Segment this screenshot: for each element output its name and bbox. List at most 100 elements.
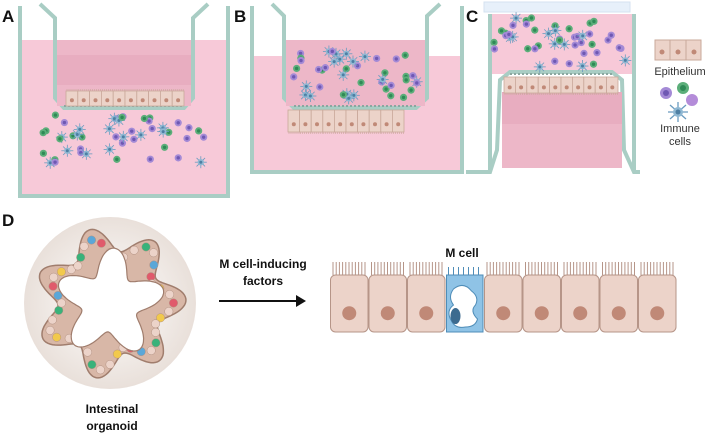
immune-cell — [392, 55, 400, 63]
immune-cell — [39, 149, 47, 157]
organoid-cell — [53, 291, 63, 300]
organoid-cell — [76, 252, 86, 262]
immune-cell — [576, 60, 589, 73]
immune-cell — [490, 45, 499, 53]
immune-cell — [588, 40, 596, 48]
organoid-cell — [87, 235, 96, 245]
organoid-cell — [73, 261, 83, 271]
epithelial-cell — [322, 109, 335, 134]
immune-cell — [565, 25, 573, 33]
organoid-cell — [45, 325, 55, 335]
panel-label-c: C — [466, 7, 478, 26]
panel-d: D Intestinal organoid M cell-inducing fa… — [2, 211, 677, 433]
immune-cell — [195, 127, 203, 135]
immune-cell — [527, 14, 536, 22]
panel-a: A — [2, 2, 230, 198]
arrow-label-1: M cell-inducing — [219, 257, 306, 271]
arrow-label-2: factors — [243, 274, 283, 288]
immune-cell — [39, 129, 47, 137]
organoid-cell — [56, 267, 66, 277]
immune-cell — [174, 119, 182, 127]
immune-cell — [185, 124, 193, 132]
organoid-label-1: Intestinal — [86, 402, 139, 416]
immune-cell — [60, 118, 69, 127]
organoid-cell — [83, 347, 93, 357]
immune-cell — [381, 69, 389, 77]
immune-cell — [316, 83, 324, 91]
organoid-cell — [49, 272, 59, 282]
immune-cell — [297, 56, 305, 65]
immune-cell — [409, 72, 417, 80]
organoid-icon — [24, 217, 196, 389]
immune-cell — [531, 45, 539, 53]
immune-cell — [571, 41, 579, 49]
epithelial-cell — [333, 109, 347, 134]
immune-cell — [148, 125, 156, 133]
organoid-cell — [149, 248, 158, 258]
organoid-cell — [151, 327, 161, 337]
epithelial-cell — [638, 262, 677, 333]
epithelial-cell — [572, 76, 585, 95]
epithelial-cell — [124, 89, 138, 107]
immune-cell — [146, 155, 154, 163]
organoid-cell — [57, 298, 66, 308]
immune-cell — [160, 143, 169, 151]
immune-cell — [128, 127, 136, 135]
immune-cell — [358, 50, 371, 63]
m-cell — [446, 267, 484, 333]
immune-cells-a — [39, 111, 208, 169]
organoid-cell — [95, 365, 105, 375]
epithelial-cell — [515, 76, 528, 95]
immune-cell — [524, 45, 532, 53]
legend-immune-label-1: Immune — [660, 123, 700, 135]
epithelial-cell — [171, 89, 185, 107]
epithelial-cell-icon — [654, 39, 702, 61]
epithelial-cell — [89, 89, 102, 107]
immune-cell — [509, 21, 517, 29]
panel-c: C — [466, 1, 640, 174]
epithelial-cell — [537, 76, 551, 95]
epithelial-cell — [484, 262, 523, 333]
immune-cell — [134, 128, 147, 141]
epithelial-cell — [136, 89, 150, 107]
immune-cell — [497, 27, 506, 35]
immune-cell — [522, 20, 530, 28]
organoid-cell — [87, 360, 97, 370]
epithelial-cell — [594, 76, 608, 95]
epithelium-layer-b — [287, 109, 405, 134]
immune-cell — [174, 154, 182, 162]
insert-wall-b — [270, 2, 442, 110]
immune-cell — [194, 156, 207, 169]
immune-cell — [314, 65, 323, 74]
immune-cell — [413, 79, 421, 87]
immune-cell — [56, 135, 64, 143]
legend-epithelium-label: Epithelium — [654, 66, 705, 78]
organoid-cell — [141, 242, 151, 252]
immune-cell — [51, 158, 59, 166]
well-outer-b — [250, 6, 464, 174]
epithelial-cell — [65, 89, 79, 107]
immune-cell — [590, 17, 598, 25]
panel-label-a: A — [2, 7, 14, 26]
epithelial-cell — [287, 109, 301, 134]
immune-cell — [382, 85, 390, 93]
epithelial-cell — [526, 76, 539, 95]
epithelial-cell — [549, 76, 562, 95]
epithelial-cell — [357, 109, 370, 134]
organoid-cell — [149, 260, 159, 270]
epithelial-cell — [380, 109, 393, 134]
immune-cell — [300, 80, 313, 93]
epithelium-row — [330, 262, 677, 333]
immune-cells-c — [490, 12, 632, 73]
immune-cell — [103, 122, 116, 135]
well-outer-a — [18, 6, 230, 198]
immune-cell — [73, 123, 86, 136]
epithelial-cell — [345, 109, 359, 134]
immune-cell — [586, 30, 594, 38]
upper-insert-c — [488, 14, 636, 172]
immune-cell — [200, 133, 208, 141]
epithelial-cell — [391, 109, 405, 134]
immune-cell — [140, 114, 148, 123]
lid-c — [483, 1, 631, 13]
